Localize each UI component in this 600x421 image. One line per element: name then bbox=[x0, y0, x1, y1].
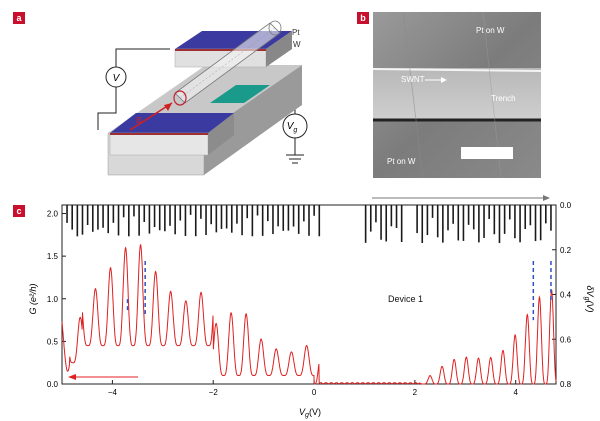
conductance-chart: −4 −2 0 2 4 0.0 0.5 1.0 1.5 2.0 0.0 0.2 0.4 0.6 0.8 De… bbox=[28, 195, 595, 419]
voltmeter-wire-top bbox=[115, 48, 170, 67]
panel-c-tag: c bbox=[13, 205, 25, 217]
x-tick-label: −2 bbox=[209, 388, 219, 397]
y2-tick-label: 0.4 bbox=[560, 291, 572, 300]
pt-label: Pt bbox=[292, 28, 300, 37]
y-tick-label: 2.0 bbox=[47, 210, 59, 219]
electrode-front-pt-stripe bbox=[110, 133, 208, 135]
y-tick-label: 1.0 bbox=[47, 295, 59, 304]
panel-a-tag: a bbox=[13, 12, 25, 24]
b-field-arrow bbox=[129, 102, 173, 131]
x-tick-label: −4 bbox=[108, 388, 118, 397]
x-axis-label: Vg(V) bbox=[299, 407, 321, 419]
device-label: Device 1 bbox=[388, 294, 423, 304]
y2-tick-label: 0.8 bbox=[560, 380, 572, 389]
voltmeter-label: V bbox=[113, 73, 121, 84]
voltmeter-symbol bbox=[105, 66, 127, 88]
x-tick-label: 4 bbox=[513, 388, 518, 397]
sem-micrograph: Pt on W SWNT Trench Pt on W bbox=[373, 12, 541, 178]
substrate-side bbox=[204, 65, 302, 175]
b-field-label: B bbox=[136, 116, 142, 125]
panel-b-tag: b bbox=[357, 12, 369, 24]
y2-tick-label: 0.6 bbox=[560, 335, 572, 344]
conductance-trace bbox=[61, 243, 557, 385]
nanotube bbox=[173, 20, 282, 106]
device-schematic: V Vg Pt W B bbox=[97, 20, 308, 176]
b-field-arrowhead bbox=[164, 103, 172, 111]
y2-tick-label: 0.2 bbox=[560, 246, 572, 255]
electrode-back-pt-stripe bbox=[175, 49, 266, 51]
y-right-axis-label: δVg(V) bbox=[583, 286, 595, 313]
y-left-axis-label: G (e²/h) bbox=[28, 283, 38, 314]
electrode-front-face bbox=[109, 132, 209, 156]
y-tick-label: 1.5 bbox=[47, 252, 59, 261]
y2-tick-label: 0.0 bbox=[560, 201, 572, 210]
gate-voltage-label: Vg bbox=[287, 121, 298, 134]
trench-label: Trench bbox=[491, 94, 516, 103]
x-tick-label: 0 bbox=[312, 388, 317, 397]
electrode-front-side bbox=[208, 113, 234, 155]
trench-region bbox=[373, 68, 541, 120]
gate-trench bbox=[210, 85, 270, 103]
scale-bar bbox=[461, 147, 513, 159]
swnt-line bbox=[373, 68, 541, 72]
y-tick-label: 0.5 bbox=[47, 337, 59, 346]
swnt-label: SWNT bbox=[401, 75, 425, 84]
gate-voltage-symbol bbox=[282, 113, 308, 139]
x-tick-label: 2 bbox=[413, 388, 418, 397]
voltmeter-wire-bottom bbox=[97, 87, 117, 130]
y-tick-label: 0.0 bbox=[47, 380, 59, 389]
pt-on-w-bottom-label: Pt on W bbox=[387, 157, 416, 166]
electrode-back-side bbox=[266, 31, 292, 67]
w-label: W bbox=[293, 40, 301, 49]
pt-on-w-top-label: Pt on W bbox=[476, 26, 505, 35]
electrode-front-top bbox=[110, 113, 234, 133]
